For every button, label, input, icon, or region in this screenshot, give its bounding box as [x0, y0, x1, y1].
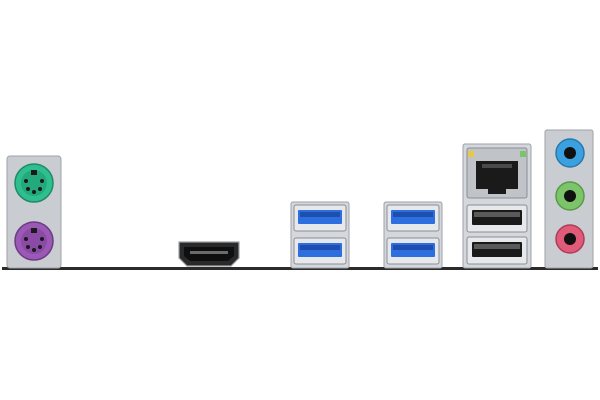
audio-jacks [544, 129, 594, 269]
usb2-icon [466, 204, 528, 233]
usb3-icon [386, 237, 440, 265]
hdmi-port [178, 240, 240, 268]
usb3-stack-2 [383, 201, 443, 269]
usb3-stack-1 [290, 201, 350, 269]
usb2-icon [466, 236, 528, 265]
ps2-keyboard-icon [14, 221, 54, 261]
usb3-icon [293, 237, 347, 265]
hdmi-icon [178, 241, 240, 267]
usb3-icon [293, 204, 347, 232]
lan-usb-stack [462, 143, 532, 269]
usb3-icon [386, 204, 440, 232]
ps2-mouse-icon [14, 163, 54, 203]
ps2-stack [6, 155, 62, 269]
rj45-icon [466, 147, 528, 199]
audio-jack-icon [555, 181, 585, 211]
audio-jack-icon [555, 224, 585, 254]
audio-jack-icon [555, 138, 585, 168]
